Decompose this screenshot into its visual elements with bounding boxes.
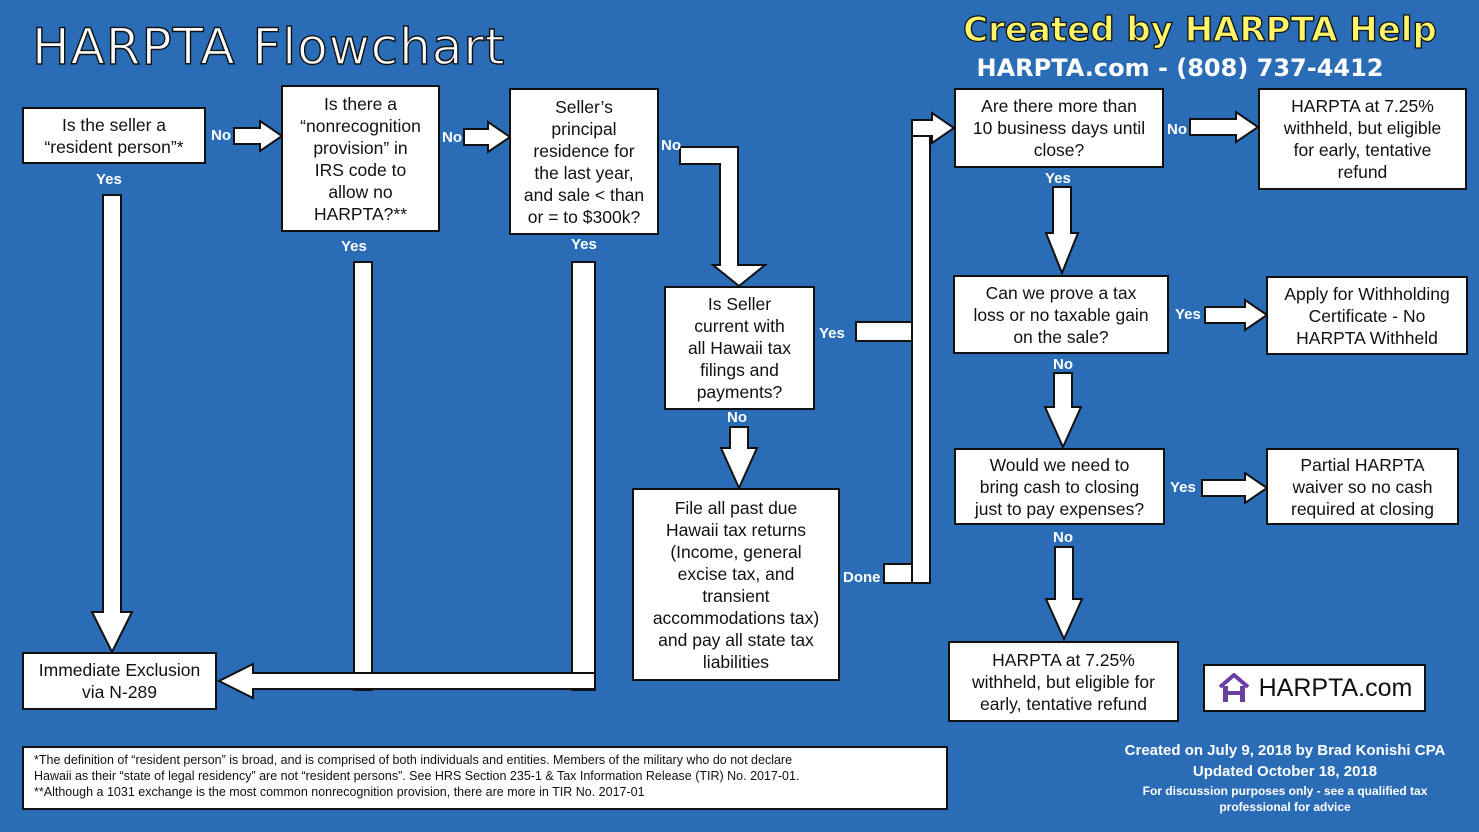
label-cash-no: No [1053,529,1073,546]
page-title: HARPTA Flowchart [31,17,506,76]
arrow-nonrecognition-yes [353,261,373,691]
logo-text: HARPTA.com [1258,673,1413,702]
arrow-file-done [883,563,913,584]
label-current-no: No [727,409,747,426]
label-resident-no: No [211,127,231,144]
label-current-yes: Yes [819,325,845,342]
arrow-current-no [719,426,759,491]
label-file-done: Done [843,569,881,586]
withheld-result-bottom: HARPTA at 7.25% withheld, but eligible f… [948,641,1179,722]
immediate-exclusion-result: Immediate Exclusion via N-289 [22,652,217,710]
withholding-certificate-result: Apply for Withholding Certificate - No H… [1266,276,1468,355]
harpta-logo[interactable]: HARPTA.com [1203,664,1426,712]
house-logo-icon [1218,673,1249,702]
arrow-to-business-days [911,111,956,145]
arrow-business-yes [1044,186,1080,276]
credit-contact: HARPTA.com - (808) 737-4412 [976,54,1384,82]
arrow-merge-vertical [911,119,931,584]
withheld-result-top: HARPTA at 7.25% withheld, but eligible f… [1258,88,1467,190]
label-business-no: No [1167,121,1187,138]
business-days-question: Are there more than 10 business days unt… [954,88,1164,168]
arrow-taxloss-no [1043,372,1083,450]
footnote-line: Hawaii as their “state of legal residenc… [34,769,800,783]
label-cash-yes: Yes [1170,479,1196,496]
credit-title: Created by HARPTA Help [963,9,1438,50]
arrow-principal-no [679,146,768,288]
created-note: Created on July 9, 2018 by Brad Konishi … [1124,742,1446,759]
footnote-line: **Although a 1031 exchange is the most c… [34,785,645,799]
current-tax-question: Is Seller current with all Hawaii tax fi… [664,286,815,410]
footnote-box: *The definition of “resident person” is … [22,746,948,810]
arrow-resident-yes [90,194,134,655]
arrow-taxloss-yes [1204,298,1269,332]
file-returns-step: File all past due Hawaii tax returns (In… [632,488,840,681]
arrow-to-exclusion [216,662,596,700]
bring-cash-question: Would we need to bring cash to closing j… [954,448,1165,525]
label-taxloss-yes: Yes [1175,306,1201,323]
label-nonrecognition-yes: Yes [341,238,367,255]
arrow-cash-no [1044,546,1084,642]
arrow-current-yes [855,321,913,342]
arrow-resident-no [233,119,284,153]
label-principal-yes: Yes [571,236,597,253]
principal-residence-question: Seller’s principal residence for the las… [509,88,659,235]
footnote-line: *The definition of “resident person” is … [34,753,793,767]
label-nonrecognition-no: No [442,129,462,146]
arrow-principal-yes [571,261,596,691]
resident-person-question: Is the seller a “resident person”* [22,107,206,164]
disclaimer-line: For discussion purposes only - see a qua… [1142,784,1428,798]
arrow-business-no [1189,110,1260,144]
partial-waiver-result: Partial HARPTA waiver so no cash require… [1266,448,1459,525]
disclaimer-line: professional for advice [1219,800,1351,814]
arrow-nonrecognition-no [463,120,512,154]
updated-note: Updated October 18, 2018 [1192,763,1378,780]
tax-loss-question: Can we prove a tax loss or no taxable ga… [953,275,1169,354]
label-resident-yes: Yes [96,171,122,188]
label-taxloss-no: No [1053,356,1073,373]
arrow-cash-yes [1201,471,1269,505]
label-principal-no: No [661,137,681,154]
nonrecognition-question: Is there a “nonrecognition provision” in… [281,85,440,232]
label-business-yes: Yes [1045,170,1071,187]
